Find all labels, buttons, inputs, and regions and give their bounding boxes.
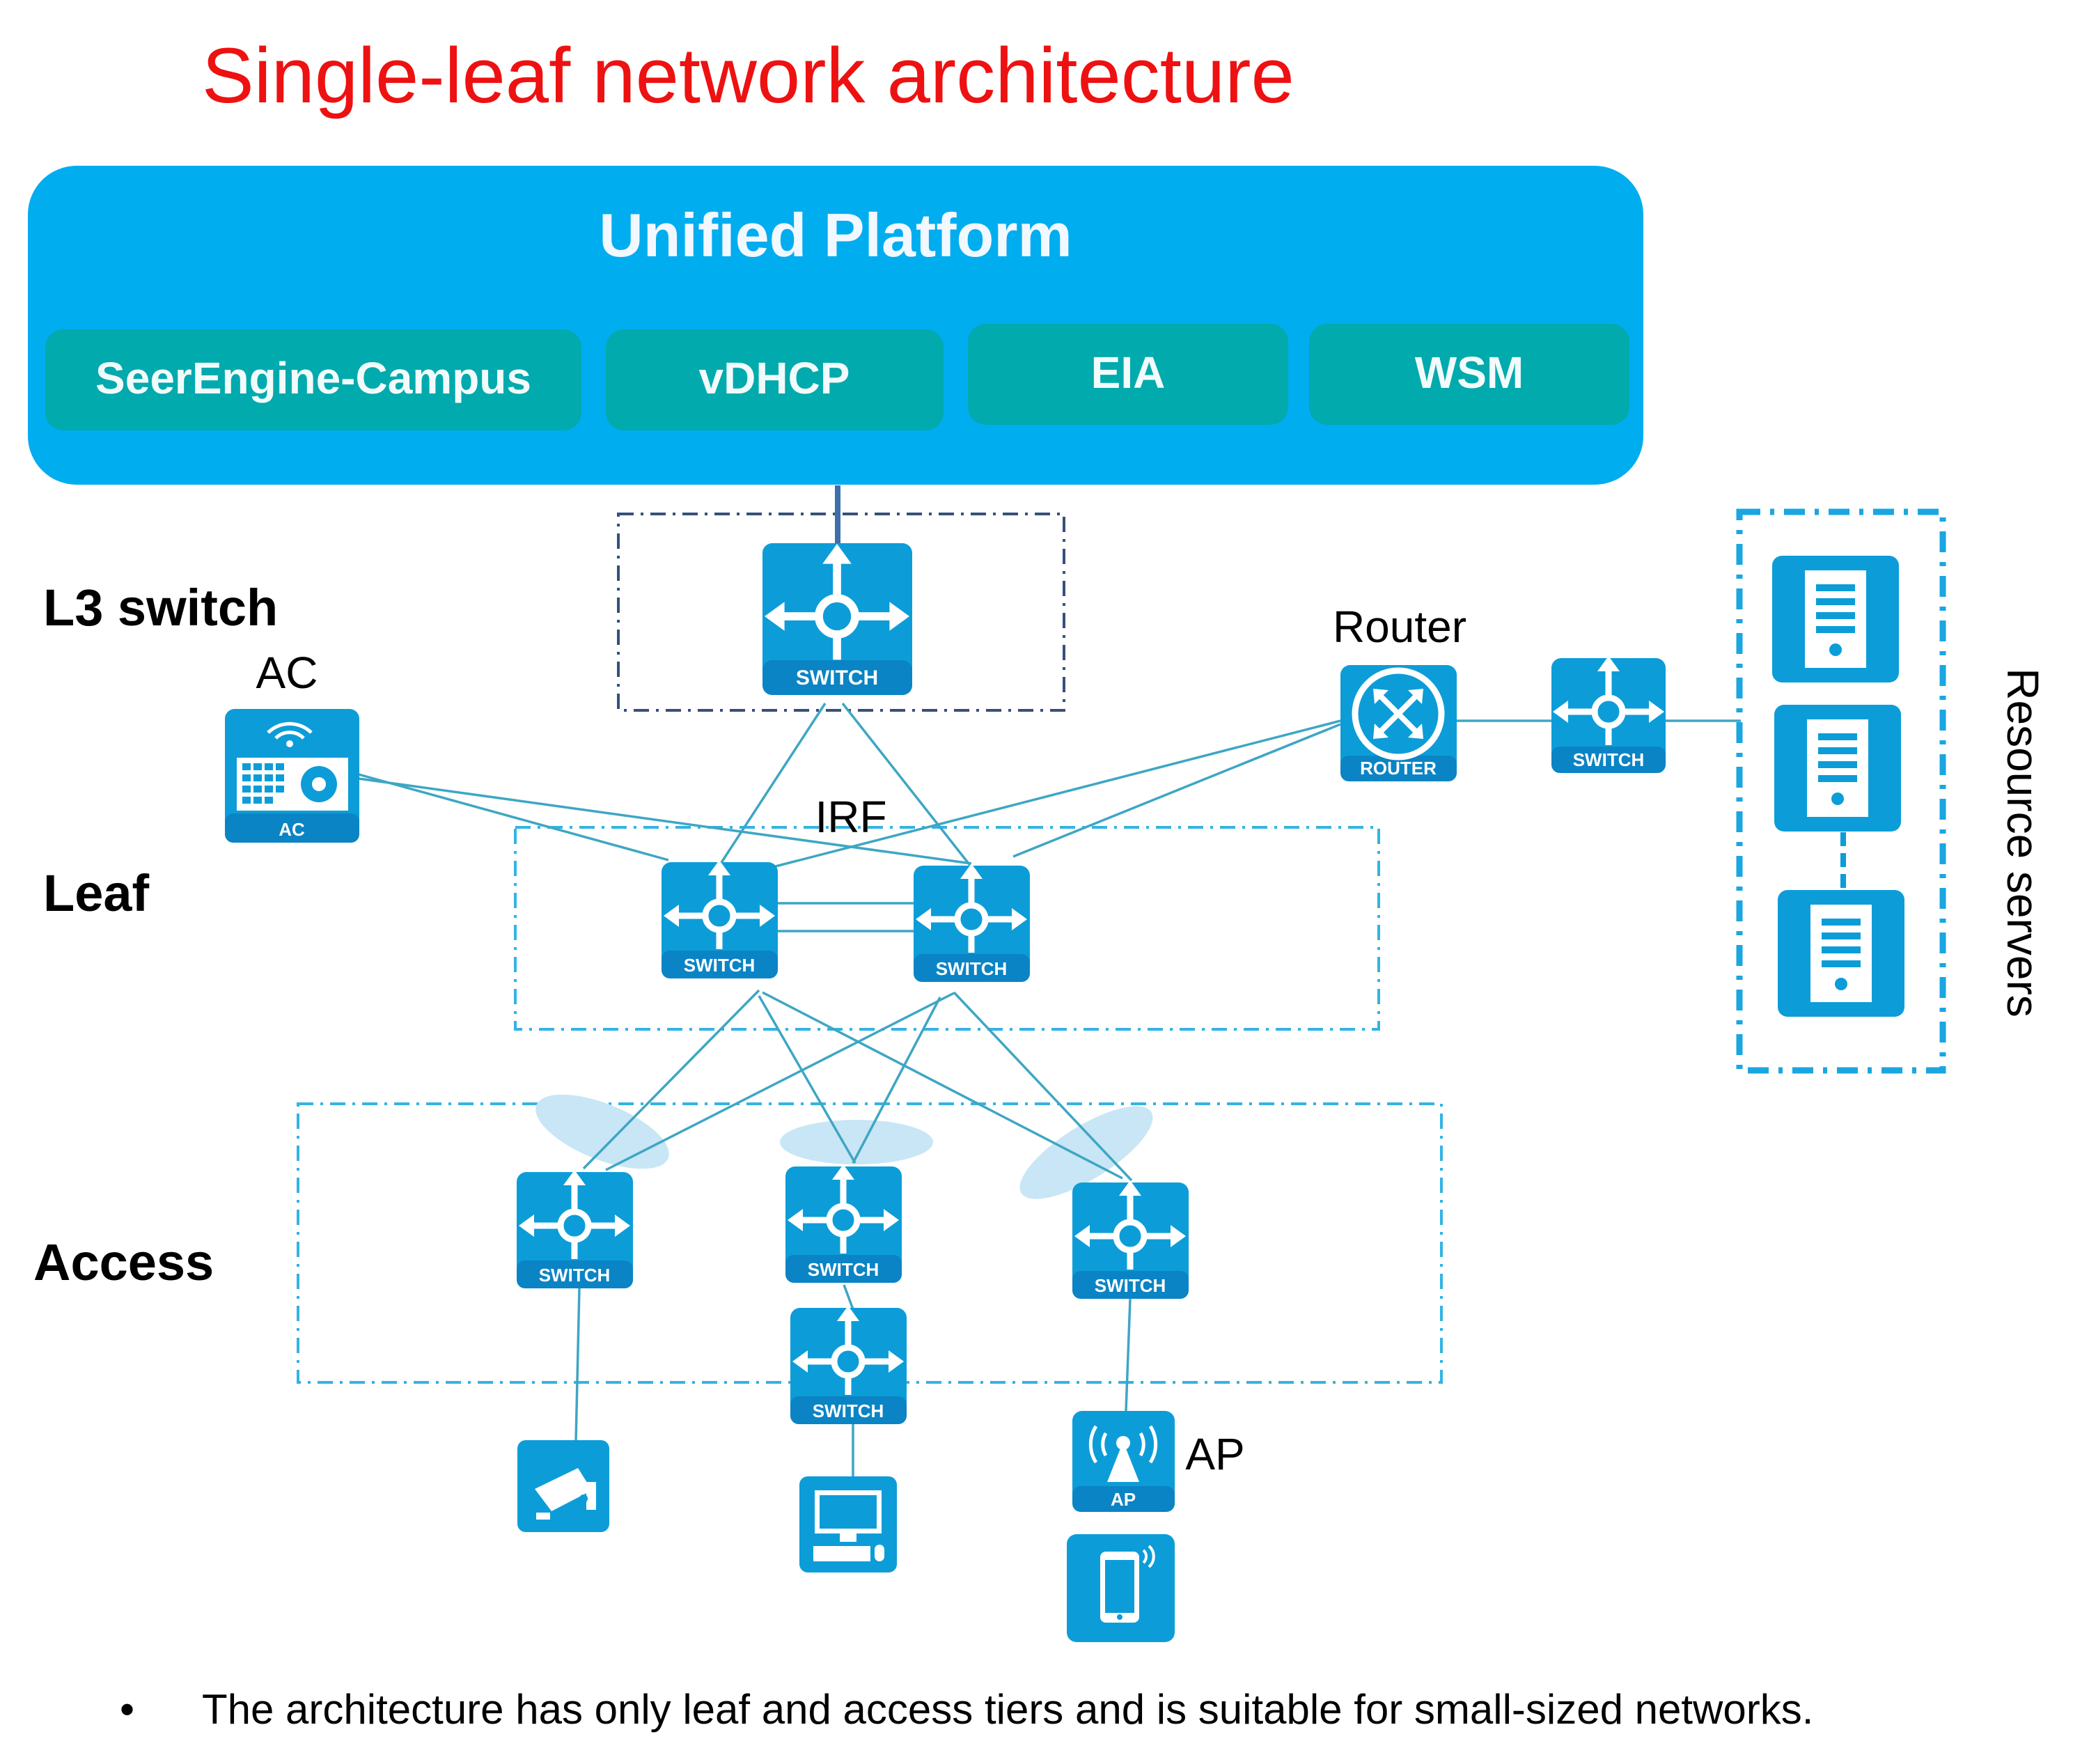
link-access2-access4 xyxy=(843,1284,854,1310)
link-leaf2-access1 xyxy=(605,992,955,1171)
server-switch-icon[interactable]: SWITCH xyxy=(1551,656,1666,773)
leaf-switch-icon[interactable]: SWITCH xyxy=(662,860,778,978)
module-label: SeerEngine-Campus xyxy=(95,353,531,403)
access-switch-icon[interactable]: SWITCH xyxy=(785,1164,902,1283)
switch-icon-caption: SWITCH xyxy=(813,1400,884,1421)
switch-icon-caption: SWITCH xyxy=(808,1259,879,1280)
router-icon[interactable]: ROUTER xyxy=(1340,665,1457,781)
module-label: EIA xyxy=(1091,348,1166,398)
link-leaf1-access2 xyxy=(758,995,856,1164)
server-icon[interactable] xyxy=(1778,890,1904,1017)
phone-icon[interactable] xyxy=(1067,1534,1175,1642)
switch-icon-caption: SWITCH xyxy=(1573,749,1645,770)
switch-icon-caption: SWITCH xyxy=(936,958,1008,979)
link-router-leaf2 xyxy=(1012,723,1341,858)
camera-icon[interactable] xyxy=(517,1440,609,1532)
module-wsm: WSM xyxy=(1309,324,1629,425)
access-point-icon[interactable]: AP xyxy=(1072,1411,1175,1512)
link-group-ellipse xyxy=(780,1120,933,1164)
link-leaf1-access3 xyxy=(762,991,1123,1180)
irf-label: IRF xyxy=(815,792,886,842)
page-title: Single-leaf network architecture xyxy=(202,32,1294,119)
module-label: WSM xyxy=(1415,348,1524,398)
bullet-note: The architecture has only leaf and acces… xyxy=(202,1686,1813,1733)
link-leaf2-access3 xyxy=(953,991,1133,1182)
leaf-group-box xyxy=(514,826,1380,1031)
link-ac-leaf1 xyxy=(358,773,669,861)
link-core-leaf1 xyxy=(719,703,827,864)
server-icon[interactable] xyxy=(1772,556,1899,682)
link-group-ellipse xyxy=(535,1094,669,1169)
tier-label-leaf: Leaf xyxy=(43,864,150,922)
access-switch-icon[interactable]: SWITCH xyxy=(1072,1180,1189,1299)
ac-icon-caption: AC xyxy=(279,819,305,840)
resource-servers-box xyxy=(1736,508,1946,1074)
link-leaf1-access1 xyxy=(582,989,760,1170)
router-icon-caption: ROUTER xyxy=(1360,758,1437,779)
leaf-switch-icon[interactable]: SWITCH xyxy=(914,864,1030,982)
access-switch-icon[interactable]: SWITCH xyxy=(790,1306,907,1424)
switch-icon-caption: SWITCH xyxy=(539,1265,611,1286)
module-eia: EIA xyxy=(968,324,1288,425)
tier-label-access: Access xyxy=(33,1233,214,1291)
pc-icon[interactable] xyxy=(799,1476,897,1572)
platform-title: Unified Platform xyxy=(599,201,1072,270)
link-core-leaf2 xyxy=(841,702,973,868)
module-vdhcp: vDHCP xyxy=(606,329,944,430)
link-group-ellipse xyxy=(1019,1106,1153,1199)
unified-platform: Unified Platform SeerEngine-Campus vDHCP… xyxy=(28,166,1643,485)
switch-icon-caption: SWITCH xyxy=(796,666,878,689)
tier-label-l3-switch: L3 switch xyxy=(43,579,278,637)
link-access3-ap xyxy=(1125,1298,1132,1412)
resource-servers-label: Resource servers xyxy=(1998,668,2048,1017)
l3-switch-group-box xyxy=(617,513,1065,712)
ac-controller-icon[interactable]: AC xyxy=(225,709,359,843)
ap-label: AP xyxy=(1185,1429,1244,1479)
bullet-marker: • xyxy=(120,1686,134,1733)
core-switch-icon[interactable]: SWITCH xyxy=(762,543,912,695)
router-label: Router xyxy=(1333,602,1466,652)
ac-label: AC xyxy=(256,648,318,698)
module-seerengine-campus: SeerEngine-Campus xyxy=(45,329,581,430)
link-router-leaf1 xyxy=(772,719,1341,868)
access-switch-icon[interactable]: SWITCH xyxy=(517,1170,633,1288)
link-ac-leaf2 xyxy=(358,777,972,865)
link-leaf2-access2 xyxy=(852,997,941,1164)
switch-icon-caption: SWITCH xyxy=(684,955,756,976)
ap-icon-caption: AP xyxy=(1111,1489,1136,1510)
link-access1-camera xyxy=(574,1288,581,1442)
module-label: vDHCP xyxy=(699,353,850,403)
server-icon[interactable] xyxy=(1774,705,1901,832)
links xyxy=(358,485,1846,1478)
switch-icon-caption: SWITCH xyxy=(1095,1275,1166,1296)
